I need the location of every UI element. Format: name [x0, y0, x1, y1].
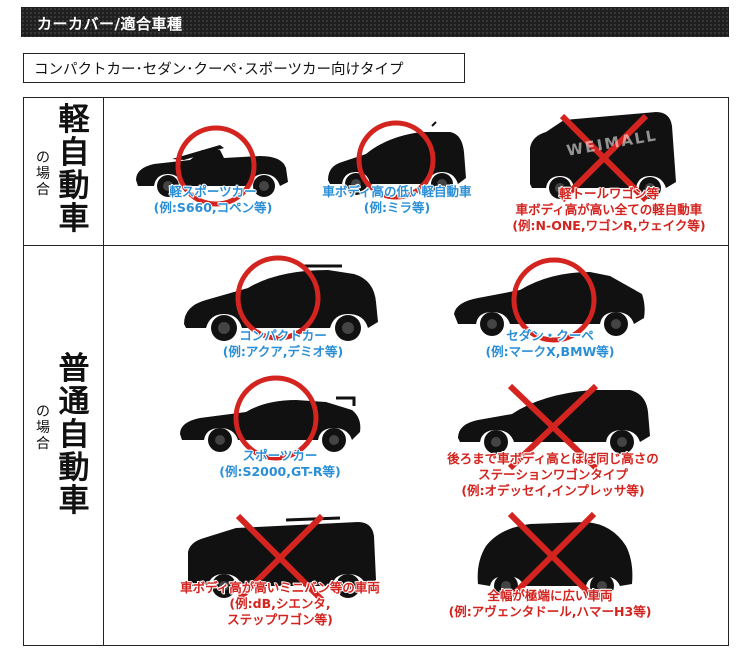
caption-line: ステーションワゴンタイプ — [478, 467, 628, 482]
caption-line: (例:S660,コペン等) — [153, 200, 273, 215]
futsu-row-label: 普 通 自 動 車 — [56, 353, 92, 518]
sports-car-icon — [180, 375, 361, 461]
caption-line: 車ボディ高の低い軽自動車 — [322, 184, 472, 199]
convertible-car-icon — [136, 125, 288, 207]
hatchback-car-icon — [328, 120, 466, 200]
caption-line: (例:アヴェンタドール,ハマーH3等) — [448, 604, 652, 619]
wide-suv-car-icon — [477, 511, 633, 601]
caption-line: (例:マークX,BMW等) — [485, 344, 615, 359]
caption-line: (例:N-ONE,ワゴンR,ウェイク等) — [512, 218, 706, 233]
futsu-label-char: 自 — [58, 417, 90, 453]
caption-line: 後ろまで車ボディ高とほぼ同じ高さの — [447, 451, 659, 466]
column-divider — [103, 97, 104, 646]
caption-line: (例:オデッセイ,インプレッサ等) — [461, 483, 645, 498]
caption-line: (例:dB,シエンタ, — [229, 596, 331, 611]
kei-item-2-caption: 車ボディ高の低い軽自動車 (例:ミラ等) — [297, 184, 497, 216]
caption-line: 車ボディ高が高いミニバン等の車両 — [180, 580, 380, 595]
station-wagon-car-icon — [458, 383, 650, 471]
futsu-label-char: 普 — [58, 351, 90, 387]
tall-wagon-car-icon — [530, 112, 676, 203]
kei-label-char: 動 — [58, 168, 90, 204]
minivan-car-icon — [188, 513, 376, 603]
futsu-item-3-caption: スポーツカー (例:S2000,GT-R等) — [200, 448, 360, 480]
futsu-item-6-caption: 全幅が極端に広い車両 (例:アヴェンタドール,ハマーH3等) — [425, 588, 675, 620]
kei-item-1-caption: 軽スポーツカー (例:S660,コペン等) — [133, 184, 293, 216]
subtitle-box: コンパクトカー･セダン･クーペ･スポーツカー向けタイプ — [23, 53, 465, 83]
row-divider — [23, 245, 729, 246]
kei-sublabel-char: の — [36, 150, 50, 166]
kei-label-char: 軽 — [58, 102, 90, 138]
futsu-sublabel-char: 合 — [36, 436, 50, 452]
kei-label-char: 車 — [58, 201, 90, 237]
futsu-item-5-caption: 車ボディ高が高いミニバン等の車両 (例:dB,シエンタ, ステップワゴン等) — [155, 580, 405, 628]
caption-line: コンパクトカー — [239, 328, 327, 343]
kei-sublabel-char: 合 — [36, 182, 50, 198]
futsu-sublabel-char: の — [36, 404, 50, 420]
kei-item-3-caption: 軽トールワゴン等 車ボディ高が高い全ての軽自動車 (例:N-ONE,ワゴンR,ウ… — [494, 186, 724, 234]
futsu-item-1-caption: コンパクトカー (例:アクア,デミオ等) — [198, 328, 368, 360]
futsu-row-sublabel: の 場 合 — [34, 404, 52, 452]
caption-line: スポーツカー — [242, 448, 318, 463]
caption-line: 全幅が極端に広い車両 — [487, 588, 613, 603]
caption-line: 車ボディ高が高い全ての軽自動車 — [515, 202, 703, 217]
caption-line: (例:S2000,GT-R等) — [219, 464, 341, 479]
kei-sublabel-char: 場 — [36, 166, 50, 182]
kei-label-char: 自 — [58, 135, 90, 171]
kei-row-sublabel: の 場 合 — [34, 150, 52, 198]
fitment-table — [23, 97, 729, 646]
caption-line: 軽スポーツカー — [169, 184, 257, 199]
compact-car-icon — [184, 255, 378, 341]
caption-line: 軽トールワゴン等 — [558, 186, 659, 201]
futsu-sublabel-char: 場 — [36, 420, 50, 436]
caption-line: (例:ミラ等) — [363, 200, 431, 215]
kei-row-label: 軽 自 動 車 — [56, 104, 92, 236]
futsu-label-char: 通 — [58, 384, 90, 420]
futsu-label-char: 動 — [58, 450, 90, 486]
section-header: カーカバー/適合車種 — [21, 7, 729, 37]
futsu-item-4-caption: 後ろまで車ボディ高とほぼ同じ高さの ステーションワゴンタイプ (例:オデッセイ,… — [418, 451, 688, 499]
caption-line: セダン・クーペ — [506, 328, 594, 343]
caption-line: (例:アクア,デミオ等) — [222, 344, 344, 359]
subtitle-text: コンパクトカー･セダン･クーペ･スポーツカー向けタイプ — [34, 62, 404, 78]
sedan-car-icon — [454, 257, 645, 343]
futsu-label-char: 車 — [58, 483, 90, 519]
section-title: カーカバー/適合車種 — [37, 15, 183, 33]
futsu-item-2-caption: セダン・クーペ (例:マークX,BMW等) — [465, 328, 635, 360]
caption-line: ステップワゴン等) — [227, 612, 333, 627]
